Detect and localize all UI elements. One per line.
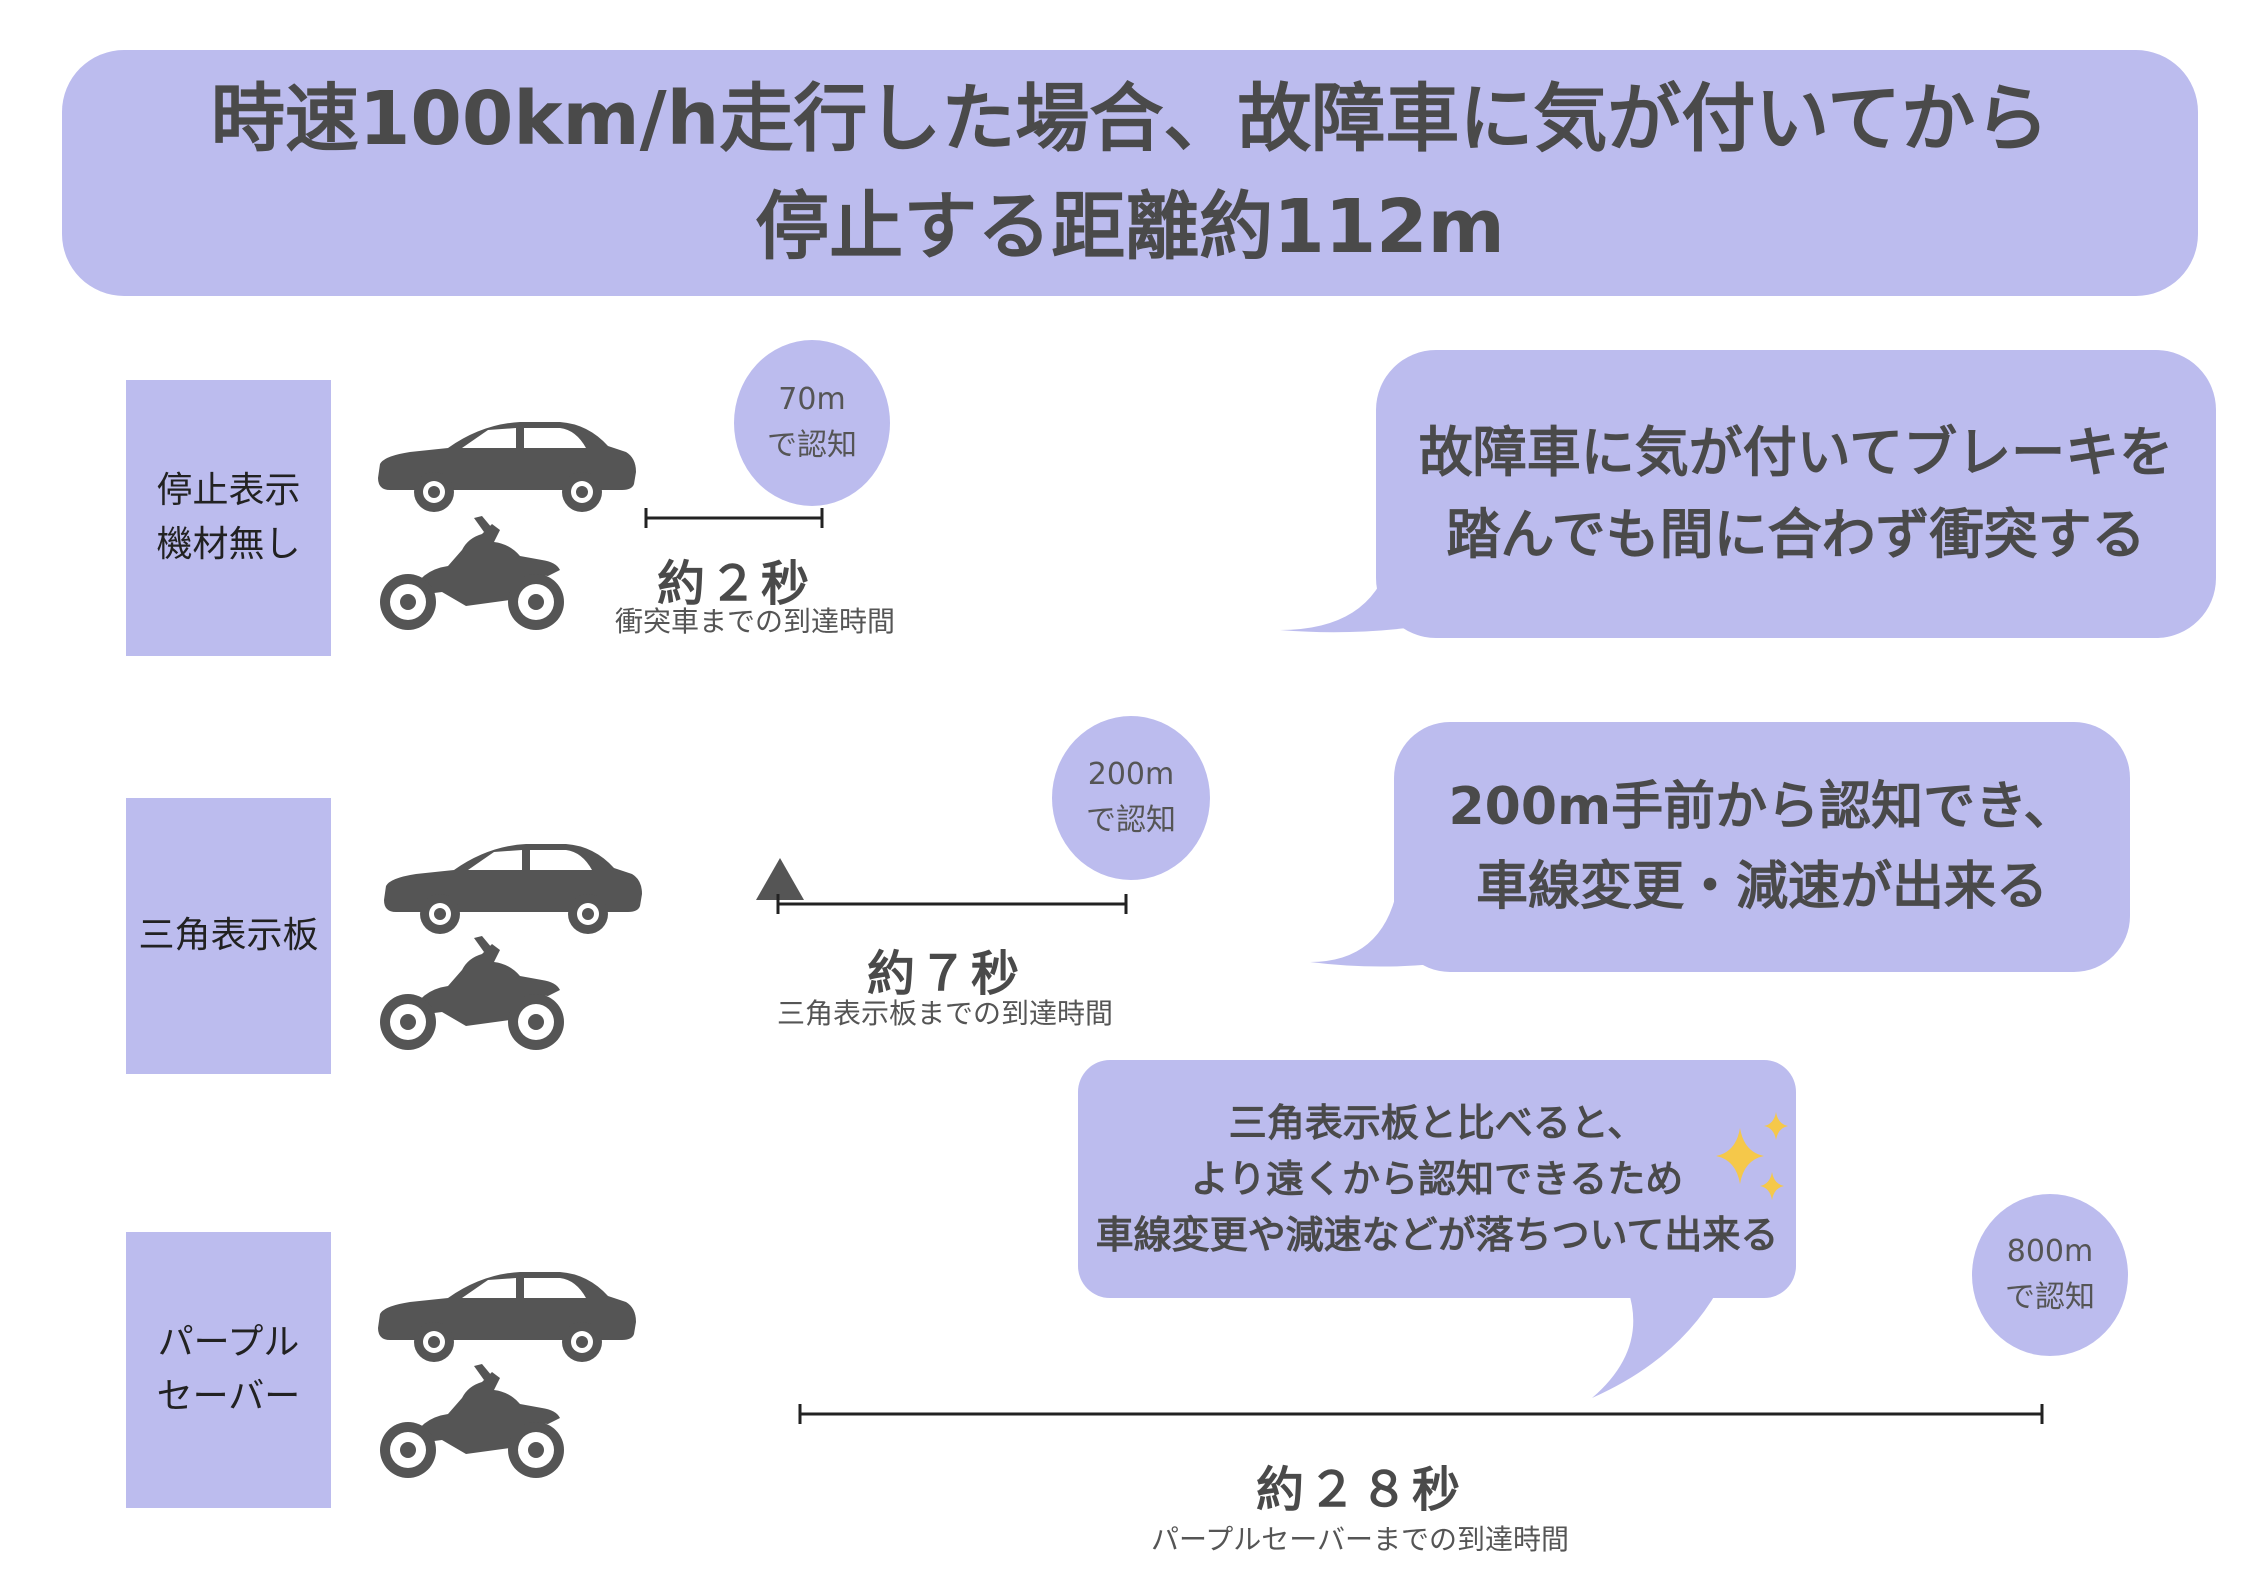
bubble-line: より遠くから認知できるため <box>1190 1157 1684 1201</box>
distance-value: 200m <box>1087 757 1175 792</box>
speech-bubble-comparison: 三角表示板と比べると、 より遠くから認知できるため 車線変更や減速などが落ちつい… <box>1078 1060 1798 1400</box>
bubble-body: 三角表示板と比べると、 より遠くから認知できるため 車線変更や減速などが落ちつい… <box>1078 1060 1796 1298</box>
row-label-purple-saver: パープル セーバー <box>126 1232 331 1508</box>
page-title: 時速100km/h走行した場合、故障車に気が付いてから 停止する距離約112m <box>62 50 2198 296</box>
distance-value: 70m <box>778 382 846 417</box>
title-line-2: 停止する距離約112m <box>755 184 1505 270</box>
bubble-tail <box>1592 1290 1718 1398</box>
title-line-1: 時速100km/h走行した場合、故障車に気が付いてから <box>210 76 2050 162</box>
distance-value: 800m <box>2006 1234 2094 1269</box>
bubble-body: 200m手前から認知でき、 車線変更・減速が出来る <box>1394 722 2130 972</box>
distance-circle-800m: 800m で認知 <box>1972 1194 2128 1356</box>
bubble-line: 車線変更や減速などが落ちついて出来る <box>1095 1213 1779 1257</box>
arrival-time: 約２８秒 <box>1255 1462 1464 1518</box>
time-bar <box>644 508 824 528</box>
distance-circle-200m: 200m で認知 <box>1052 716 1210 880</box>
arrival-time: 約７秒 <box>866 946 1023 1002</box>
distance-caption: で認知 <box>2005 1280 2095 1315</box>
car-icon <box>370 416 640 516</box>
row-label-no-equipment: 停止表示 機材無し <box>126 380 331 656</box>
arrival-time: 約２秒 <box>656 556 813 612</box>
time-bar <box>798 1404 2044 1424</box>
label-line: 三角表示板 <box>138 915 319 956</box>
row-label-triangle: 三角表示板 <box>126 798 331 1074</box>
speech-bubble-collision: 故障車に気が付いてブレーキを 踏んでも間に合わず衝突する <box>1280 350 2220 640</box>
car-icon <box>376 838 646 938</box>
label-line: 機材無し <box>156 524 301 565</box>
distance-circle-70m: 70m で認知 <box>734 340 890 506</box>
car-icon <box>370 1266 640 1366</box>
label-line: 停止表示 <box>156 470 301 511</box>
sparkle-icon <box>1716 1112 1788 1200</box>
distance-caption: で認知 <box>1086 803 1176 838</box>
arrival-caption: パープルセーバーまでの到達時間 <box>1150 1523 1570 1556</box>
label-line: セーバー <box>156 1376 301 1417</box>
bubble-line: 故障車に気が付いてブレーキを <box>1418 421 2174 484</box>
bubble-line: 踏んでも間に合わず衝突する <box>1446 503 2146 566</box>
motorcycle-icon <box>370 514 570 634</box>
time-bar <box>776 894 1128 914</box>
arrival-caption: 衝突車までの到達時間 <box>614 605 895 638</box>
distance-caption: で認知 <box>767 428 857 463</box>
label-line: パープル <box>157 1322 300 1363</box>
bubble-line: 三角表示板と比べると、 <box>1228 1101 1646 1145</box>
bubble-line: 200m手前から認知でき、 <box>1448 777 2076 837</box>
bubble-body: 故障車に気が付いてブレーキを 踏んでも間に合わず衝突する <box>1376 350 2216 638</box>
speech-bubble-lane-change: 200m手前から認知でき、 車線変更・減速が出来る <box>1310 722 2130 976</box>
arrival-caption: 三角表示板までの到達時間 <box>776 997 1113 1030</box>
warning-triangle-icon <box>756 858 804 900</box>
motorcycle-icon <box>370 934 570 1054</box>
motorcycle-icon <box>370 1362 570 1482</box>
bubble-line: 車線変更・減速が出来る <box>1475 857 2048 917</box>
